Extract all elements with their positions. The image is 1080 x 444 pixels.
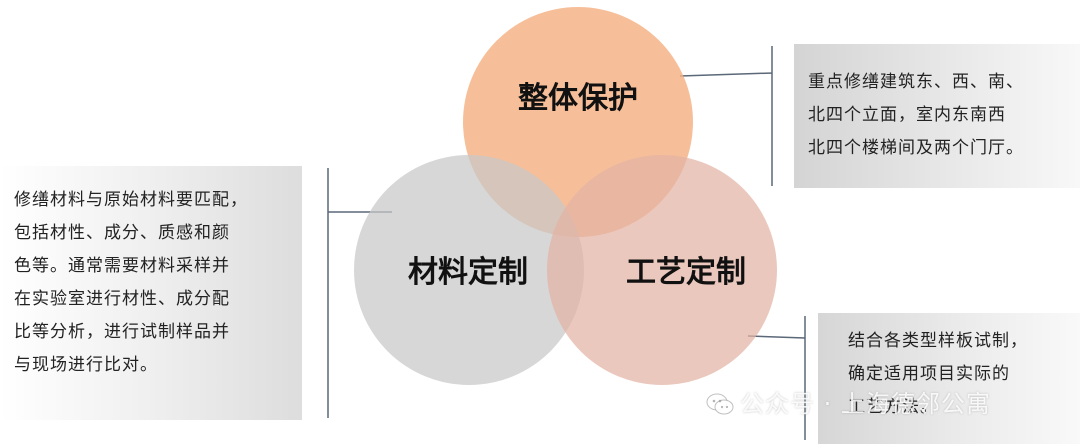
watermark-text: 公众号 · 上海德邻公寓 — [740, 390, 991, 418]
wechat-icon — [706, 393, 734, 415]
connector-top — [679, 46, 773, 186]
note-whole-protection: 重点修缮建筑东、西、南、 北四个立面，室内东南西 北四个楼梯间及两个门厅。 — [794, 44, 1080, 188]
note-line: 包括材性、成分、质感和颜 — [14, 223, 230, 243]
note-line: 比等分析，进行试制样品并 — [14, 322, 230, 342]
label-process-customization: 工艺定制 — [626, 255, 746, 290]
note-line: 修缮材料与原始材料要匹配， — [14, 190, 248, 210]
note-line: 重点修缮建筑东、西、南、 — [808, 72, 1024, 92]
note-line: 色等。通常需要材料采样并 — [14, 256, 230, 276]
note-line: 结合各类型样板试制， — [848, 331, 1028, 351]
connector-bottom — [747, 316, 806, 440]
note-material-customization: 修缮材料与原始材料要匹配， 包括材性、成分、质感和颜 色等。通常需要材料采样并 … — [0, 166, 302, 420]
note-line: 北四个立面，室内东南西 — [808, 105, 1006, 125]
label-material-customization: 材料定制 — [408, 255, 528, 290]
note-line: 与现场进行比对。 — [14, 355, 158, 375]
note-line: 在实验室进行材性、成分配 — [14, 289, 230, 309]
note-line: 工艺方法。 — [848, 397, 938, 417]
note-process-customization: 结合各类型样板试制， 确定适用项目实际的 工艺方法。 — [818, 313, 1080, 444]
circle-process-customization — [547, 155, 777, 385]
label-whole-protection: 整体保护 — [518, 81, 638, 116]
watermark: 公众号 · 上海德邻公寓 — [706, 384, 991, 419]
circle-material-customization — [354, 155, 584, 385]
note-line: 北四个楼梯间及两个门厅。 — [808, 138, 1024, 158]
note-line: 确定适用项目实际的 — [848, 364, 1010, 384]
